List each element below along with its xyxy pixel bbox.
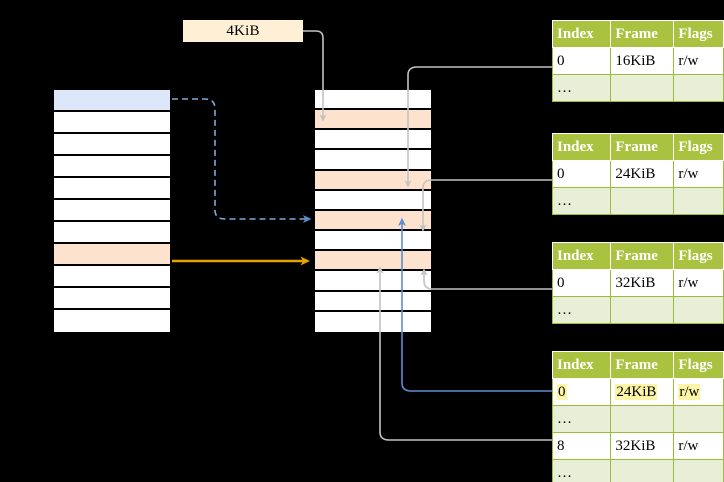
highlighted-value: 24KiB: [615, 383, 658, 400]
physical-memory-stack: [313, 88, 433, 334]
virtual-page-cell: [54, 200, 170, 222]
virtual-page-cell: [54, 156, 170, 178]
table-cell-index: …: [551, 459, 612, 482]
virtual-page-cell: [54, 288, 170, 310]
physical-frame-cell: [315, 311, 431, 332]
physical-frame-cell: [315, 170, 431, 191]
virtual-page-cell: [54, 134, 170, 156]
physical-frame-cell: [315, 90, 431, 111]
physical-frame-cell: [315, 251, 431, 272]
table-cell-frame: 24KiB: [610, 160, 675, 188]
table-cell-index: …: [551, 296, 612, 324]
table-cell-flags: [673, 74, 724, 102]
table-cell-index: 0: [551, 47, 612, 75]
table-cell-flags: [673, 296, 724, 324]
table-cell-frame: [610, 74, 675, 102]
table-cell-flags: r/w: [673, 47, 724, 75]
table-cell-index: 8: [551, 432, 612, 460]
table-cell-frame: [610, 459, 675, 482]
table-row[interactable]: …: [551, 74, 724, 102]
virtual-page-cell: [54, 222, 170, 244]
table-row[interactable]: …: [551, 296, 724, 324]
column-header-frame: Frame: [610, 242, 675, 270]
table-cell-flags: [673, 459, 724, 482]
table-cell-index: 0: [551, 269, 612, 297]
column-header-flags: Flags: [673, 242, 724, 270]
physical-frame-cell: [315, 210, 431, 232]
column-header-index: Index: [551, 242, 612, 270]
table-cell-frame: 32KiB: [610, 269, 675, 297]
virtual-address-space-stack: [52, 88, 172, 334]
column-header-frame: Frame: [610, 351, 675, 379]
table-cell-flags: r/w: [673, 432, 724, 460]
table-cell-index: …: [551, 74, 612, 102]
table-row[interactable]: …: [551, 459, 724, 482]
physical-frame-cell: [315, 150, 431, 171]
column-header-index: Index: [551, 351, 612, 379]
column-header-flags: Flags: [673, 351, 724, 379]
column-header-frame: Frame: [610, 133, 675, 161]
virtual-page-cell: [54, 178, 170, 200]
table-cell-index: …: [551, 187, 612, 215]
table-cell-frame: 24KiB: [610, 378, 675, 406]
table-cell-frame: [610, 296, 675, 324]
table-row[interactable]: …: [551, 187, 724, 215]
virtual-page-cell: [54, 90, 170, 112]
table-cell-flags: r/w: [673, 378, 724, 406]
wire-vpage-to-frame-dashed: [172, 98, 312, 223]
column-header-frame: Frame: [610, 20, 675, 48]
physical-frame-cell: [315, 231, 431, 252]
physical-frame-cell: [315, 130, 431, 151]
physical-frame-cell: [315, 271, 431, 292]
virtual-page-cell: [54, 310, 170, 332]
column-header-flags: Flags: [673, 133, 724, 161]
table-cell-flags: [673, 187, 724, 215]
table-row[interactable]: 0 24KiB r/w: [551, 378, 724, 406]
physical-frame-cell: [315, 110, 431, 131]
table-cell-flags: r/w: [673, 160, 724, 188]
column-header-flags: Flags: [673, 20, 724, 48]
table-cell-index: 0: [551, 160, 612, 188]
highlighted-value: r/w: [678, 383, 701, 400]
table-cell-frame: [610, 187, 675, 215]
wire-table2-to-frame: [419, 179, 552, 232]
virtual-page-cell: [54, 244, 170, 266]
table-cell-frame: [610, 405, 675, 433]
table-row[interactable]: …: [551, 405, 724, 433]
table-cell-flags: r/w: [673, 269, 724, 297]
page-size-label: 4KiB: [183, 20, 303, 42]
virtual-page-cell: [54, 266, 170, 288]
highlighted-value: 0: [557, 383, 567, 400]
table-cell-frame: 16KiB: [610, 47, 675, 75]
wire-frame-to-table3: [420, 268, 552, 290]
column-header-index: Index: [551, 20, 612, 48]
table-cell-frame: 32KiB: [610, 432, 675, 460]
virtual-page-cell: [54, 112, 170, 134]
physical-frame-cell: [315, 190, 431, 211]
table-cell-index: …: [551, 405, 612, 433]
physical-frame-cell: [315, 291, 431, 312]
table-cell-index: 0: [551, 378, 612, 406]
table-cell-flags: [673, 405, 724, 433]
column-header-index: Index: [551, 133, 612, 161]
